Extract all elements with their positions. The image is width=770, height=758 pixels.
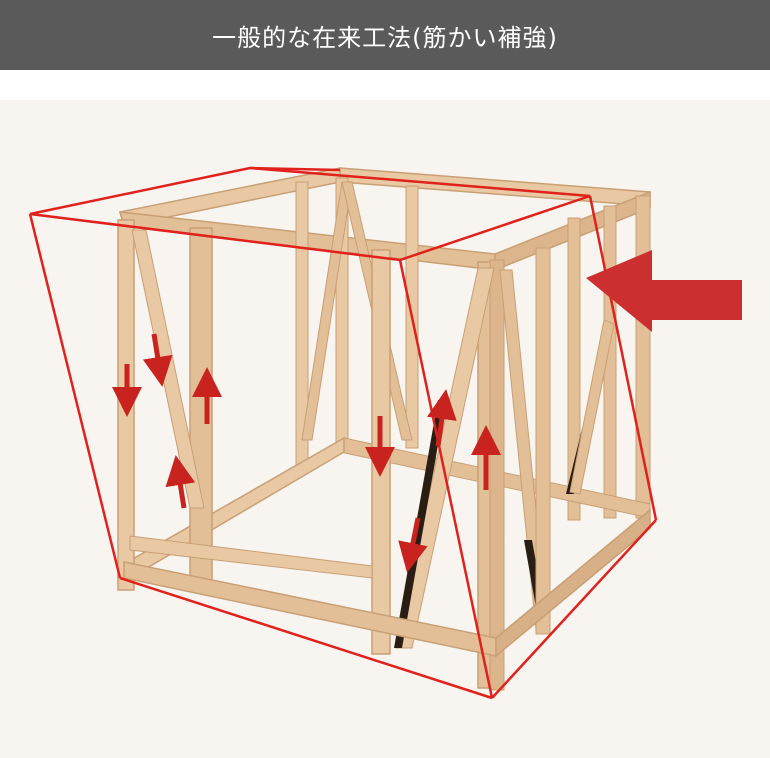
stress-arrow-brace-up <box>165 455 196 509</box>
lateral-force-arrow-icon <box>586 250 742 332</box>
deformed-right-edge <box>588 195 658 521</box>
deformed-top-back <box>249 166 341 172</box>
timber-frame <box>117 167 651 691</box>
stress-arrows <box>112 333 501 573</box>
back-right-post-1 <box>567 217 581 521</box>
deformed-bottom-front <box>119 576 493 700</box>
front-mid-rail <box>129 535 373 579</box>
front-post-corner-right <box>489 259 505 691</box>
right-wall-post-1 <box>535 247 551 635</box>
deformed-front-edge <box>398 259 494 699</box>
timber-frame-bracing-diagram <box>0 100 770 758</box>
front-brace-dark <box>394 400 446 648</box>
stress-arrow-brace-down <box>142 333 173 387</box>
deformation-outline <box>28 166 658 700</box>
left-wall-post-front <box>117 219 135 591</box>
right-wall-brace-2 <box>569 319 615 495</box>
stress-arrow-cross-up <box>427 389 457 447</box>
back-right-post-2 <box>635 195 651 519</box>
deformed-left-edge <box>28 213 122 579</box>
title-bar: 一般的な在来工法(筋かい補強) <box>0 0 770 70</box>
page-title: 一般的な在来工法(筋かい補強) <box>212 23 558 52</box>
frame-illustration <box>0 100 770 758</box>
stress-arrow-lower-down <box>398 517 428 573</box>
deformed-bottom-right <box>491 519 657 699</box>
